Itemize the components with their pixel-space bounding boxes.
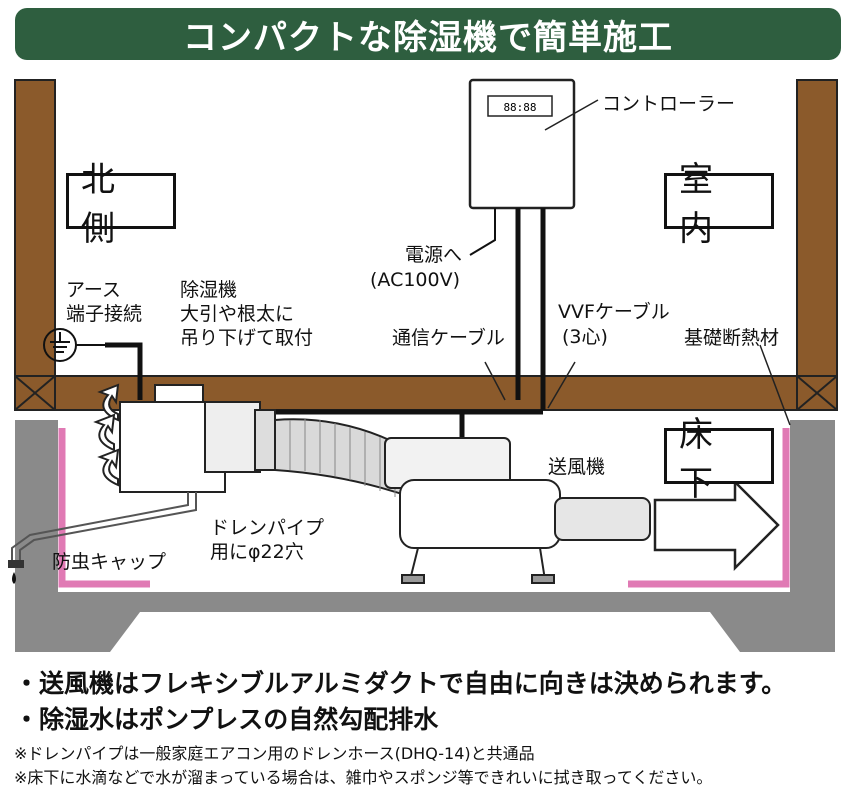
dehumidifier-label-line1: 除湿機 xyxy=(180,279,238,301)
airflow-arrows xyxy=(93,383,120,487)
footnote-2: ※床下に水滴などで水が溜まっている場合は、雑巾やスポンジ等できれいに拭き取ってく… xyxy=(14,768,713,787)
comm-cable-label: 通信ケーブル xyxy=(392,327,505,349)
dehumidifier-unit xyxy=(119,384,276,493)
dehumidifier-label-line2: 大引や根太に xyxy=(180,303,295,325)
vvf-cable-label-line1: VVFケーブル xyxy=(558,301,670,323)
drain-label-line1: ドレンパイプ xyxy=(210,517,325,539)
concrete-foundation xyxy=(15,420,835,652)
insect-cap-label: 防虫キャップ xyxy=(52,551,167,573)
water-drop-icon xyxy=(12,572,16,584)
power-label-line1: 電源へ xyxy=(405,244,463,266)
dehumidifier-label-line3: 吊り下げて取付 xyxy=(180,327,314,349)
vvf-cable-label-line2: (3心) xyxy=(562,326,608,348)
page-title: コンパクトな除湿機で簡単施工 xyxy=(15,8,841,60)
insect-cap-icon xyxy=(8,560,24,568)
underfloor-label: 床下 xyxy=(664,415,774,504)
note-bullet-2: ・除湿水はポンプレスの自然勾配排水 xyxy=(14,705,439,734)
north-side-label: 北側 xyxy=(66,160,176,249)
earth-symbol xyxy=(43,328,105,362)
indoor-label: 室内 xyxy=(664,160,774,249)
insulation-label: 基礎断熱材 xyxy=(684,327,780,349)
outflow-arrow xyxy=(653,478,780,572)
insulation-strips xyxy=(58,428,790,588)
footnote-1: ※ドレンパイプは一般家庭エアコン用のドレンホース(DHQ-14)と共通品 xyxy=(14,744,535,763)
controller-unit: 88:88 xyxy=(468,78,599,210)
note-bullet-1: ・送風機はフレキシブルアルミダクトで自由に向きは決められます。 xyxy=(14,669,787,698)
controller-label: コントローラー xyxy=(602,93,736,115)
blower-label: 送風機 xyxy=(548,456,606,478)
power-label-line2: (AC100V) xyxy=(370,269,461,291)
drain-pipe xyxy=(11,492,197,560)
drain-label-line2: 用にφ22穴 xyxy=(210,541,304,563)
controller-display: 88:88 xyxy=(503,101,536,114)
earth-label-line2: 端子接続 xyxy=(66,303,143,325)
earth-label-line1: アース xyxy=(66,279,121,301)
blower-unit xyxy=(384,437,651,584)
